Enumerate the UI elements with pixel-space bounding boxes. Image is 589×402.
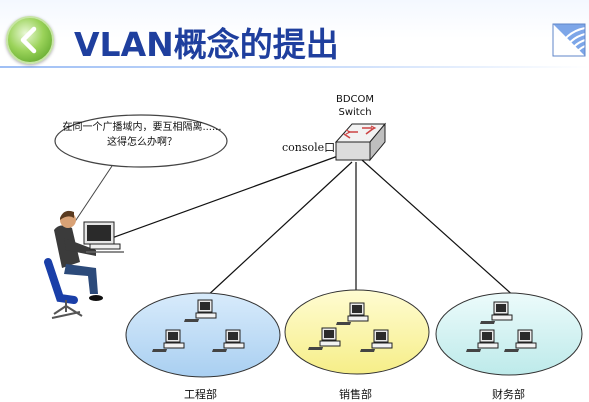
admin-user-icon: [44, 210, 124, 319]
console-port-label: console口: [282, 141, 336, 154]
group-label-engineering: 工程部: [184, 388, 217, 401]
speech-line-2: 这得怎么办啊？: [107, 137, 177, 148]
group-area-finance: [435, 292, 583, 376]
speech-bubble-text: 在同一个广播域内，要互相隔离...... 这得怎么办啊？: [56, 120, 228, 150]
console-link: [97, 155, 339, 244]
link-finance: [361, 159, 517, 299]
slide-title: VLAN概念的提出: [74, 25, 339, 64]
group-area-sales: [284, 289, 430, 375]
back-button[interactable]: [6, 16, 54, 64]
switch-brand-label: BDCOM: [335, 94, 375, 105]
slide-logo-icon: [552, 23, 586, 57]
link-engineering: [204, 161, 353, 299]
switch-icon: [334, 122, 387, 162]
speech-line-1: 在同一个广播域内，要互相隔离......: [62, 122, 222, 133]
speech-bubble: [54, 114, 228, 168]
switch-name-label: Switch: [338, 107, 372, 118]
header-band: [0, 0, 589, 70]
group-label-finance: 财务部: [492, 388, 525, 401]
back-arrow-icon: [20, 26, 37, 54]
group-area-engineering: [125, 292, 281, 378]
header-divider: [0, 66, 589, 68]
speech-bubble-tail: [71, 165, 113, 227]
group-label-sales: 销售部: [339, 388, 372, 401]
connection-lines: [97, 155, 517, 299]
